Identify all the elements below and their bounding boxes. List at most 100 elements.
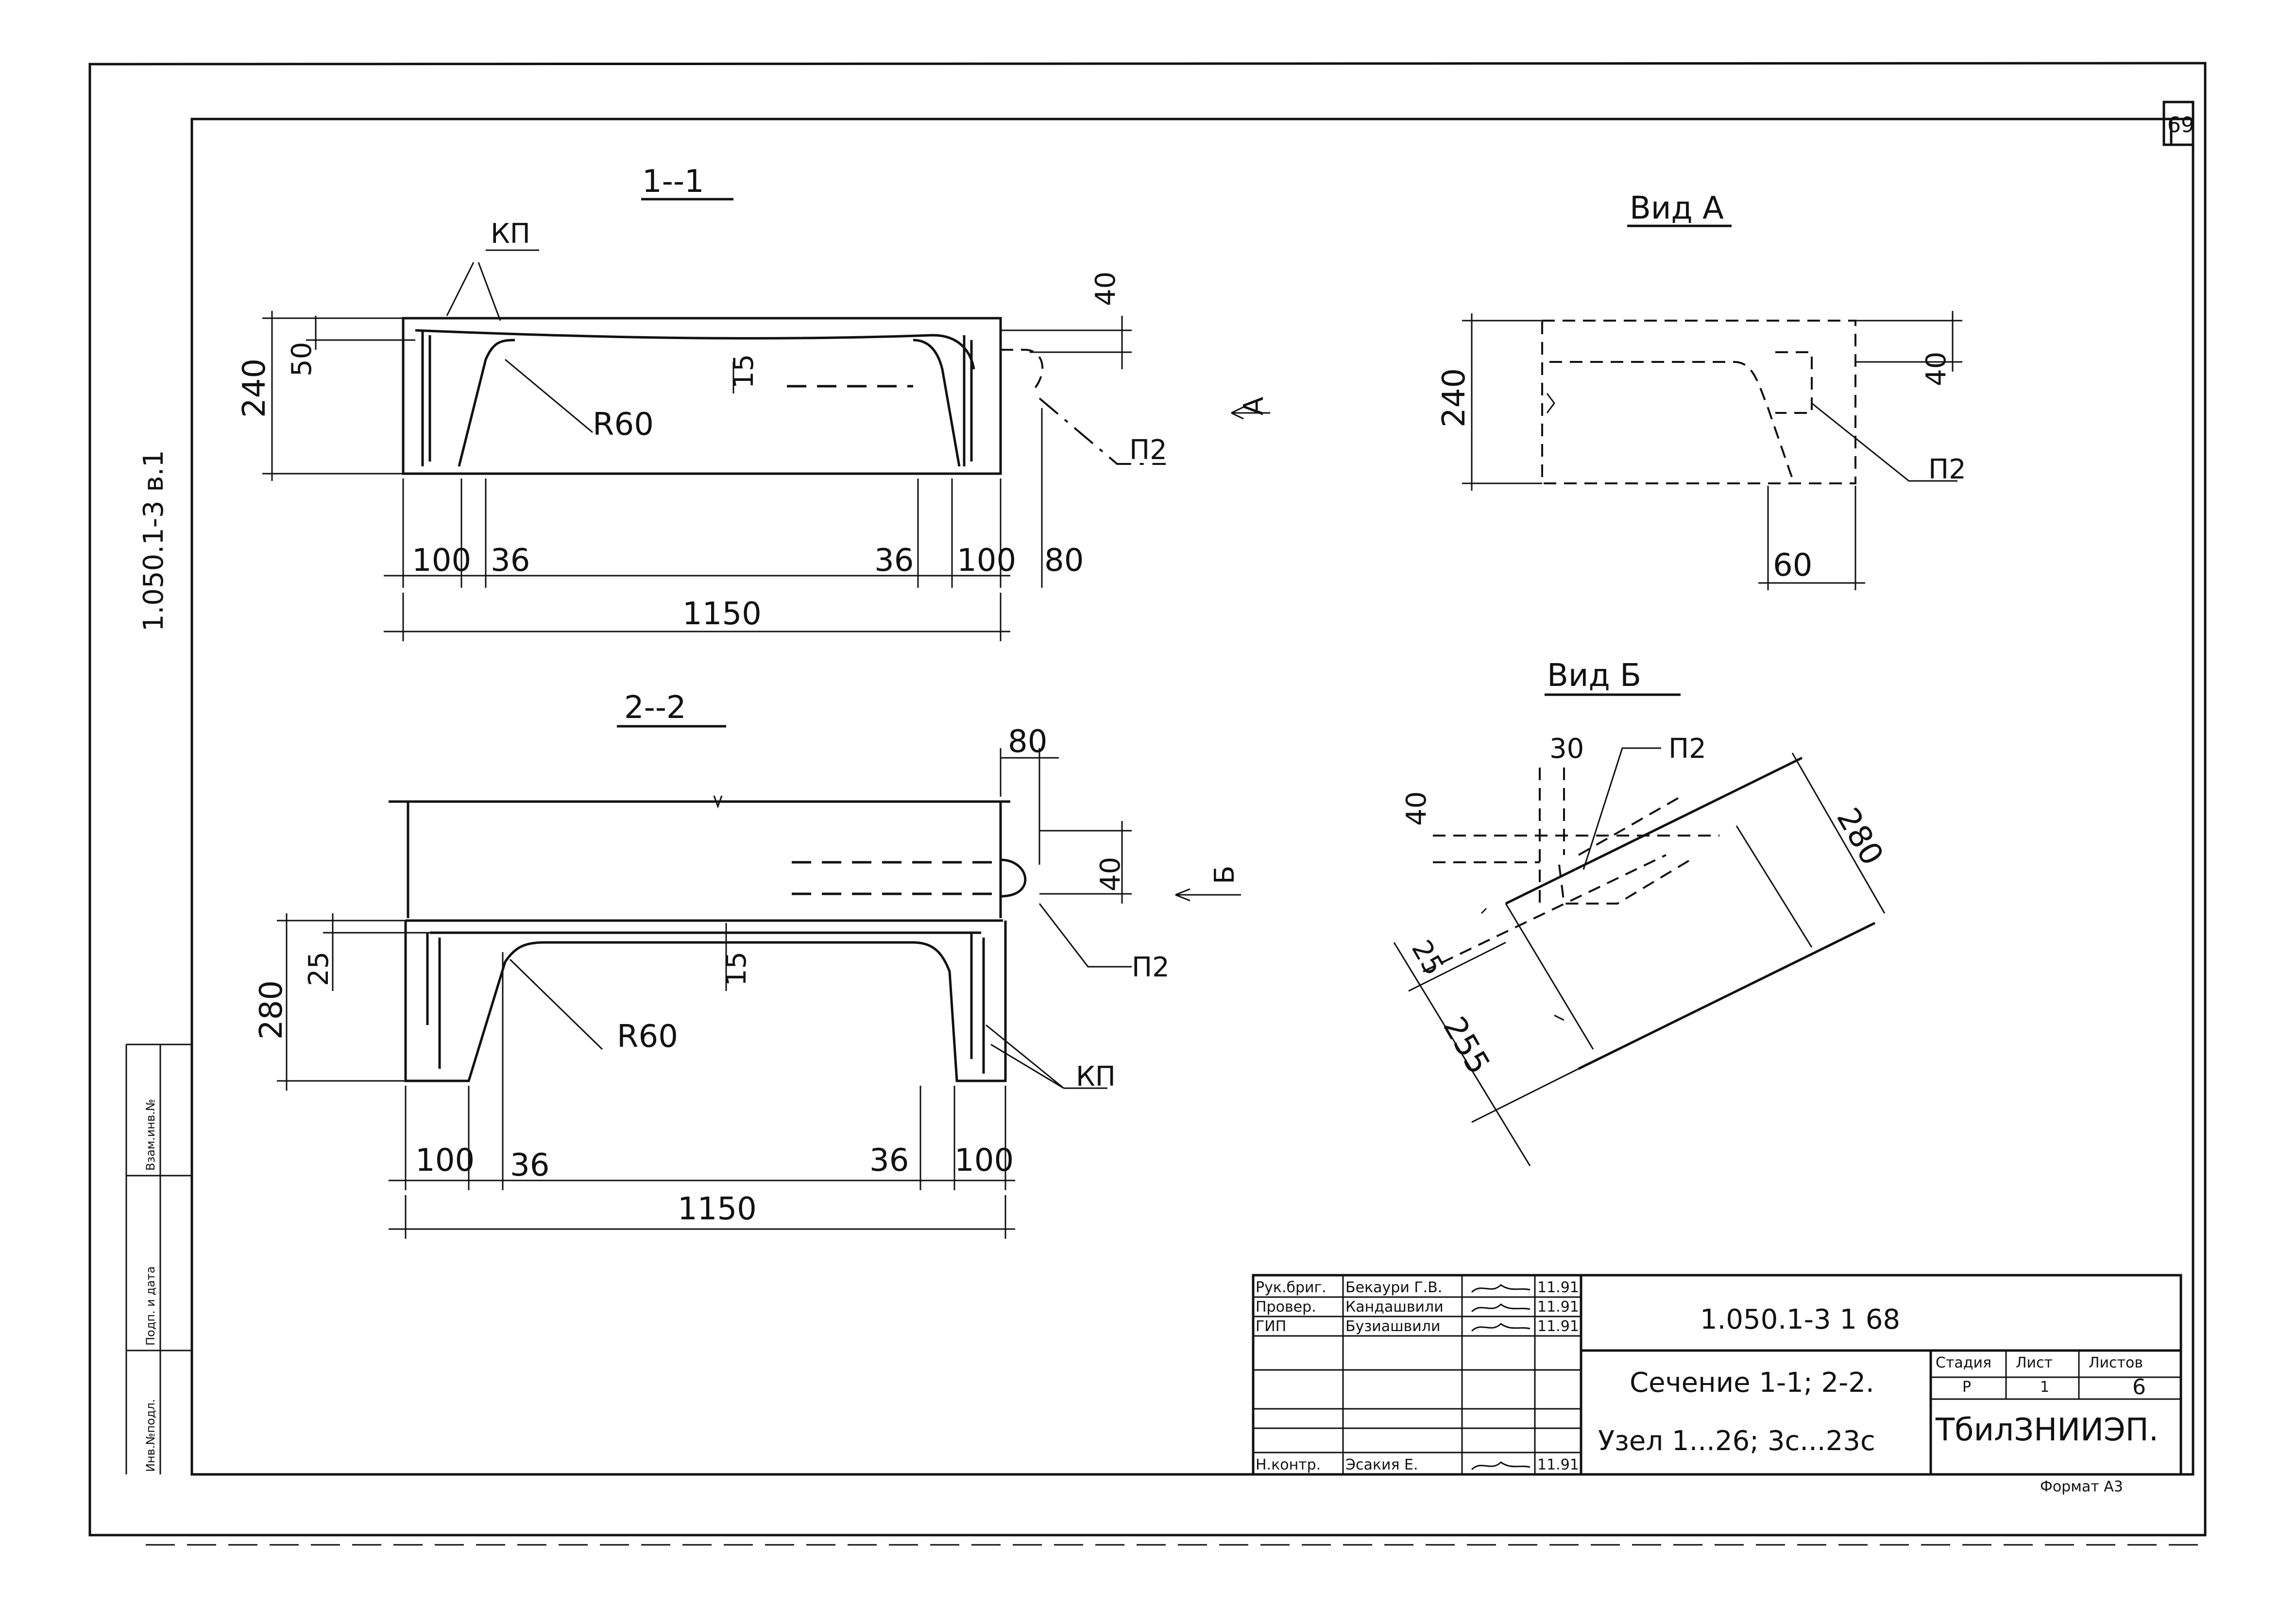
s22-view-b-label: Б bbox=[1209, 866, 1241, 884]
signer-role-2: Провер. bbox=[1256, 1299, 1316, 1316]
left-dims bbox=[262, 311, 415, 481]
s22-dim-25: 25 bbox=[303, 952, 335, 986]
p2-leader bbox=[1038, 903, 1132, 968]
s11-view-a-label: А bbox=[1238, 397, 1270, 415]
stage-value: Р bbox=[1962, 1379, 1971, 1396]
s22-dim-80: 80 bbox=[1008, 724, 1047, 760]
mid-dims bbox=[502, 923, 727, 1190]
bottom-chain-dims bbox=[384, 408, 1043, 588]
signature-2 bbox=[1471, 1303, 1531, 1313]
signatures bbox=[1471, 1284, 1531, 1470]
signer-rows bbox=[1253, 1296, 1581, 1453]
s22-kp-label: КП bbox=[1076, 1061, 1116, 1093]
signature-3 bbox=[1471, 1323, 1531, 1332]
side-code: 1.050.1-3 в.1 bbox=[138, 450, 170, 632]
view-b-left-dims bbox=[1393, 903, 1594, 1166]
slab-sides bbox=[407, 802, 1002, 918]
signer-name-2: Кандашвили bbox=[1345, 1299, 1444, 1316]
side-stamp-3: Взам.инв.№ bbox=[144, 1099, 157, 1171]
signature-4 bbox=[1471, 1461, 1531, 1470]
sheets-header: Листов bbox=[2089, 1354, 2143, 1371]
p2-leader bbox=[1811, 402, 1957, 482]
view-b-right-dim bbox=[1735, 752, 1886, 948]
signer-name-4: Эсакия Е. bbox=[1345, 1456, 1418, 1473]
stage-grid bbox=[1931, 1351, 2181, 1400]
rebar-right bbox=[970, 933, 985, 1074]
right-dim bbox=[1855, 311, 1962, 372]
signer-date-4: 11.91 bbox=[1537, 1456, 1579, 1473]
height-dim bbox=[1462, 313, 1542, 491]
view-b-slab-bottom bbox=[1578, 922, 1876, 1070]
rebar-right bbox=[963, 335, 973, 466]
view-b-hidden bbox=[1423, 854, 1667, 973]
signature-1 bbox=[1471, 1284, 1531, 1293]
section-1-1 bbox=[262, 198, 1270, 641]
s11-dim-1150: 1150 bbox=[682, 596, 762, 632]
corner-number: 69 bbox=[2167, 113, 2194, 137]
doc-name-line1: Сечение 1-1; 2-2. bbox=[1630, 1367, 1874, 1399]
view-b-dim-30: 30 bbox=[1549, 733, 1584, 765]
p2-loop bbox=[1000, 858, 1027, 898]
view-b-arrow bbox=[1175, 888, 1241, 902]
view-b-dim-280: 280 bbox=[1829, 802, 1890, 872]
s22-dim-1150: 1150 bbox=[678, 1191, 757, 1227]
haunch-right bbox=[913, 339, 961, 467]
view-a-outline bbox=[1541, 320, 1856, 484]
view-b-title: Вид Б bbox=[1547, 658, 1641, 694]
organization: ТбилЗНИИЭП. bbox=[1935, 1412, 2159, 1448]
s22-dim-100-left: 100 bbox=[415, 1143, 475, 1179]
s22-dim-280: 280 bbox=[254, 980, 289, 1040]
s22-dim-15: 15 bbox=[721, 952, 752, 986]
view-a-haunch bbox=[1549, 361, 1793, 479]
sheet-value: 1 bbox=[2040, 1379, 2049, 1396]
r60-leader bbox=[505, 359, 593, 433]
view-a-p2 bbox=[1775, 351, 1813, 414]
r60-leader bbox=[509, 958, 603, 1050]
s22-dim-100-right: 100 bbox=[954, 1143, 1014, 1179]
sheet-header: Лист bbox=[2016, 1354, 2053, 1371]
section-2-2 bbox=[277, 725, 1241, 1239]
haunch-left bbox=[458, 339, 515, 467]
view-a-dim-40: 40 bbox=[1921, 352, 1952, 386]
title-block-main-lines bbox=[1580, 1275, 2181, 1474]
right-dims bbox=[1000, 748, 1132, 904]
sheets-value: 6 bbox=[2132, 1375, 2146, 1400]
s11-dim-240: 240 bbox=[237, 359, 272, 418]
view-a-dim-240: 240 bbox=[1436, 368, 1472, 427]
view-b-vert-lines bbox=[1539, 768, 1565, 908]
s22-p2-label: П2 bbox=[1132, 952, 1170, 983]
rebar-top bbox=[415, 329, 975, 370]
view-a-title: Вид А bbox=[1630, 190, 1724, 226]
signer-role-1: Рук.бриг. bbox=[1256, 1279, 1327, 1296]
signer-date-2: 11.91 bbox=[1537, 1299, 1579, 1316]
section-1-1-title: 1--1 bbox=[642, 164, 704, 200]
view-a-dim-60: 60 bbox=[1773, 547, 1812, 583]
p2-leader bbox=[1582, 747, 1661, 870]
s22-dim-40: 40 bbox=[1095, 857, 1126, 891]
view-b-p2-label: П2 bbox=[1668, 733, 1706, 765]
view-a-arrow bbox=[1231, 406, 1270, 420]
sheet-frame bbox=[88, 62, 2207, 1537]
side-stamp-2: Подп. и дата bbox=[144, 1266, 157, 1346]
s11-dim-36-right: 36 bbox=[874, 543, 914, 579]
view-a-p2-label: П2 bbox=[1928, 454, 1966, 485]
rebar-left bbox=[426, 933, 441, 1069]
p2-hidden-loop bbox=[1001, 349, 1043, 390]
total-dim bbox=[389, 1195, 1015, 1239]
p2-hidden-lines bbox=[792, 861, 1001, 895]
p2-leader bbox=[1038, 397, 1166, 465]
signer-date-3: 11.91 bbox=[1537, 1318, 1579, 1335]
right-top-dim bbox=[1001, 316, 1132, 369]
s11-p2-label: П2 bbox=[1129, 434, 1167, 466]
total-dim bbox=[384, 593, 1010, 641]
s11-dim-80: 80 bbox=[1044, 543, 1084, 579]
inner-border bbox=[190, 118, 2194, 1476]
outer-border bbox=[88, 62, 2207, 1537]
section-outline bbox=[404, 921, 1007, 1082]
break-mark bbox=[713, 795, 723, 809]
kp-leader bbox=[446, 249, 539, 321]
s11-kp-label: КП bbox=[491, 218, 530, 250]
side-stamp-1: Инв.№подл. bbox=[144, 1399, 157, 1472]
view-b-aux bbox=[1408, 941, 1565, 1021]
